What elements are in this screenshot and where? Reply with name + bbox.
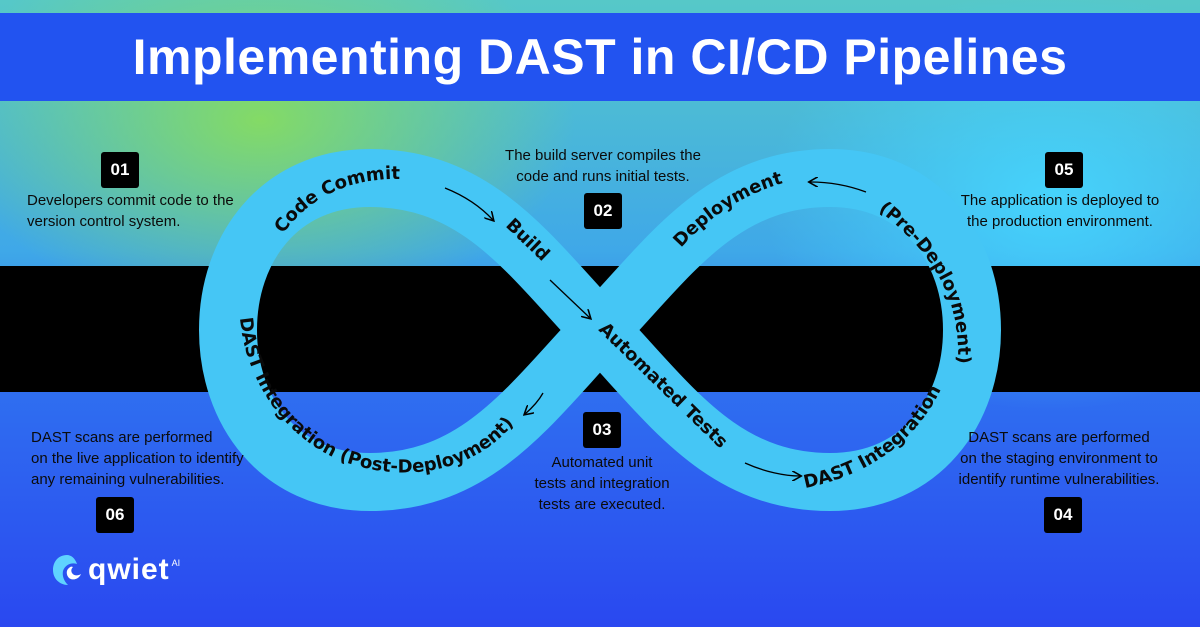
step-06-badge: 06 — [96, 497, 134, 533]
step-04-description: DAST scans are performed on the staging … — [932, 427, 1186, 490]
page-title: Implementing DAST in CI/CD Pipelines — [132, 29, 1068, 85]
step-01-line-2: version control system. — [27, 213, 181, 230]
step-03-line-3: tests are executed. — [538, 496, 666, 513]
step-02-description: The build server compiles the code and r… — [478, 145, 728, 187]
step-02-badge: 02 — [584, 193, 622, 229]
step-05-line-1: The application is deployed to — [960, 192, 1160, 209]
step-02-line-2: code and runs initial tests. — [516, 168, 690, 185]
step-02-line-1: The build server compiles the — [505, 147, 701, 164]
step-05-line-2: the production environment. — [967, 213, 1153, 230]
step-01-description: Developers commit code to the version co… — [27, 190, 234, 232]
step-03-description: Automated unit tests and integration tes… — [510, 452, 694, 515]
step-03-line-1: Automated unit — [551, 454, 653, 471]
step-06-line-3: any remaining vulnerabilities. — [31, 471, 225, 488]
infinity-loop — [199, 149, 1001, 511]
qwiet-logo-icon — [53, 555, 81, 585]
arrow-predeploy-to-deploy — [810, 182, 867, 193]
step-04-line-3: identify runtime vulnerabilities. — [958, 471, 1160, 488]
step-04-line-2: on the staging environment to — [960, 450, 1158, 467]
step-06-line-2: on the live application to identify — [31, 450, 244, 467]
step-01-line-1: Developers commit code to the — [27, 192, 234, 209]
arrow-tests-to-dast — [744, 462, 800, 476]
logo-wordmark: qwiet — [88, 553, 170, 586]
step-04-line-1: DAST scans are performed — [968, 429, 1150, 446]
qwiet-logo: qwiet AI — [50, 552, 180, 588]
step-05-badge: 05 — [1045, 152, 1083, 188]
step-06-line-1: DAST scans are performed — [31, 429, 213, 446]
arrow-build-to-tests — [549, 279, 590, 318]
step-01-badge: 01 — [101, 152, 139, 188]
arrow-deploy-to-post — [525, 392, 544, 414]
step-03-badge: 03 — [583, 412, 621, 448]
step-06-description: DAST scans are performed on the live app… — [31, 427, 244, 490]
arrow-commit-to-build — [444, 187, 493, 220]
step-05-description: The application is deployed to the produ… — [935, 190, 1185, 232]
title-bar: Implementing DAST in CI/CD Pipelines — [0, 13, 1200, 101]
step-04-badge: 04 — [1044, 497, 1082, 533]
logo-suffix: AI — [171, 558, 181, 568]
step-03-line-2: tests and integration — [534, 475, 670, 492]
